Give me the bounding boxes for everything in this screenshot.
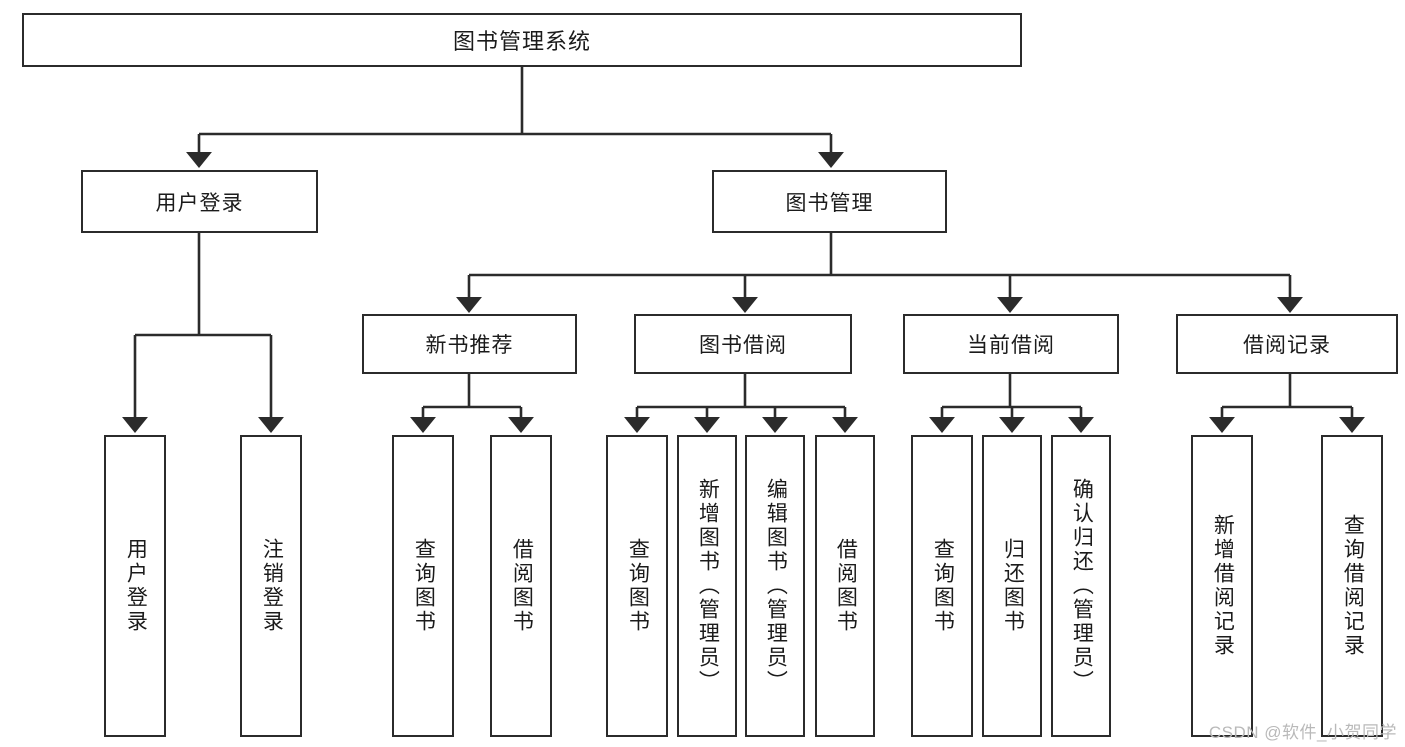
leaf-borrow-query-book[interactable]: 查询图书 — [606, 435, 668, 737]
node-new-book-recommend[interactable]: 新书推荐 — [362, 314, 577, 374]
leaf-recommend-borrow-book[interactable]: 借阅图书 — [490, 435, 552, 737]
leaf-current-confirm-return-admin[interactable]: 确认归还（管理员） — [1051, 435, 1111, 737]
leaf-borrow-edit-book-admin[interactable]: 编辑图书（管理员） — [745, 435, 805, 737]
node-book-borrow[interactable]: 图书借阅 — [634, 314, 852, 374]
node-user-login[interactable]: 用户登录 — [81, 170, 318, 233]
leaf-record-add-record[interactable]: 新增借阅记录 — [1191, 435, 1253, 737]
leaf-borrow-borrow-book[interactable]: 借阅图书 — [815, 435, 875, 737]
leaf-current-query-book[interactable]: 查询图书 — [911, 435, 973, 737]
node-borrow-record[interactable]: 借阅记录 — [1176, 314, 1398, 374]
leaf-user-login-logout[interactable]: 注销登录 — [240, 435, 302, 737]
leaf-current-return-book[interactable]: 归还图书 — [982, 435, 1042, 737]
node-root-system[interactable]: 图书管理系统 — [22, 13, 1022, 67]
leaf-borrow-add-book-admin[interactable]: 新增图书（管理员） — [677, 435, 737, 737]
node-book-management[interactable]: 图书管理 — [712, 170, 947, 233]
node-current-borrow[interactable]: 当前借阅 — [903, 314, 1119, 374]
leaf-user-login-login[interactable]: 用户登录 — [104, 435, 166, 737]
watermark-text: CSDN @软件_小贺同学 — [1208, 723, 1397, 742]
leaf-recommend-query-book[interactable]: 查询图书 — [392, 435, 454, 737]
leaf-record-query-record[interactable]: 查询借阅记录 — [1321, 435, 1383, 737]
